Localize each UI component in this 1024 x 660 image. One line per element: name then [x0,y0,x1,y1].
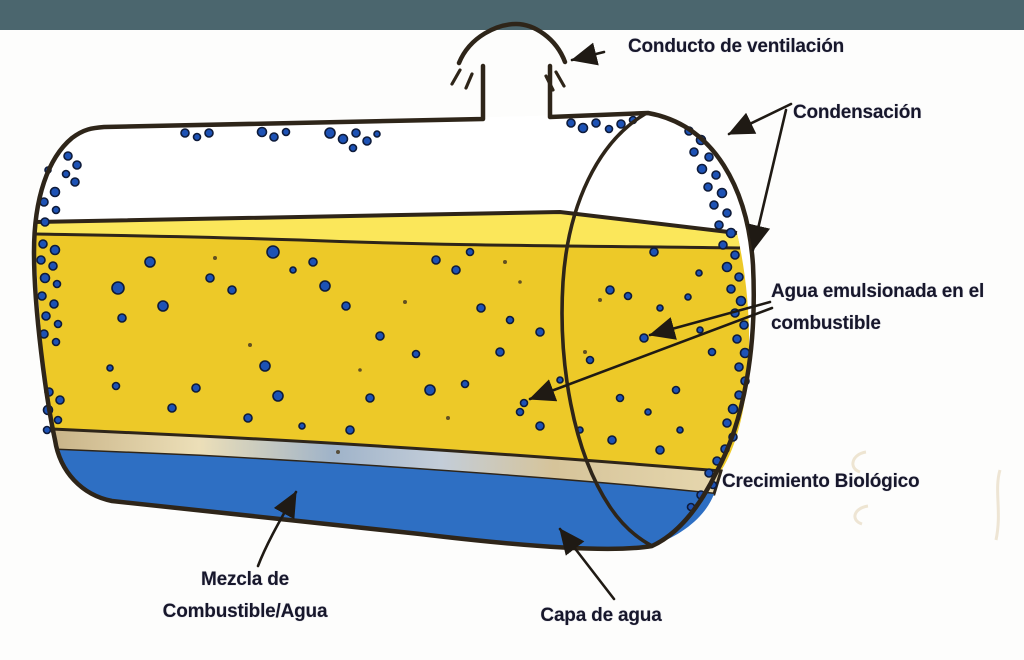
emulsified-arrow-1 [648,300,772,340]
bio-growth-label: Crecimiento Biológico [722,471,920,492]
sediment-specks [213,256,602,454]
mixture-label-line2: Combustible/Agua [162,601,328,622]
scan-artifacts [851,450,1002,541]
condensation-label: Condensación [793,102,922,123]
end-cap-front-rim [560,112,654,548]
condensation-droplets-top [180,115,638,153]
emulsified-label-line2: combustible [771,313,881,334]
condensation-arrow-2 [747,108,788,252]
fuel-surface-band [35,212,740,248]
water-layer-arrow [558,527,616,601]
emulsified-label: Agua emulsionada en el combustible [771,276,984,340]
emulsified-label-line1: Agua emulsionada en el [771,281,985,302]
condensation-droplets-left-wall [36,151,82,435]
tank-outline [31,63,756,552]
water-layer-shape [57,450,714,549]
vent-air-ticks [450,68,566,92]
emulsified-water-droplets [106,245,717,455]
emulsified-arrow-2 [528,306,774,402]
condensation-arrow-1 [727,102,793,136]
vent-label: Conducto de ventilación [628,36,845,57]
fuel-surface-front-line [35,232,741,250]
mixture-label-line1: Mezcla de [201,569,289,590]
mixture-label: Mezcla de Combustible/Agua [125,564,365,628]
water-layer-label: Capa de agua [540,605,662,626]
mixture-arrow [256,490,298,568]
fuel-surface-line [34,209,738,235]
vent-cap-arc [456,21,568,66]
leader-arrows [256,42,793,601]
vent-arrow [570,42,606,66]
